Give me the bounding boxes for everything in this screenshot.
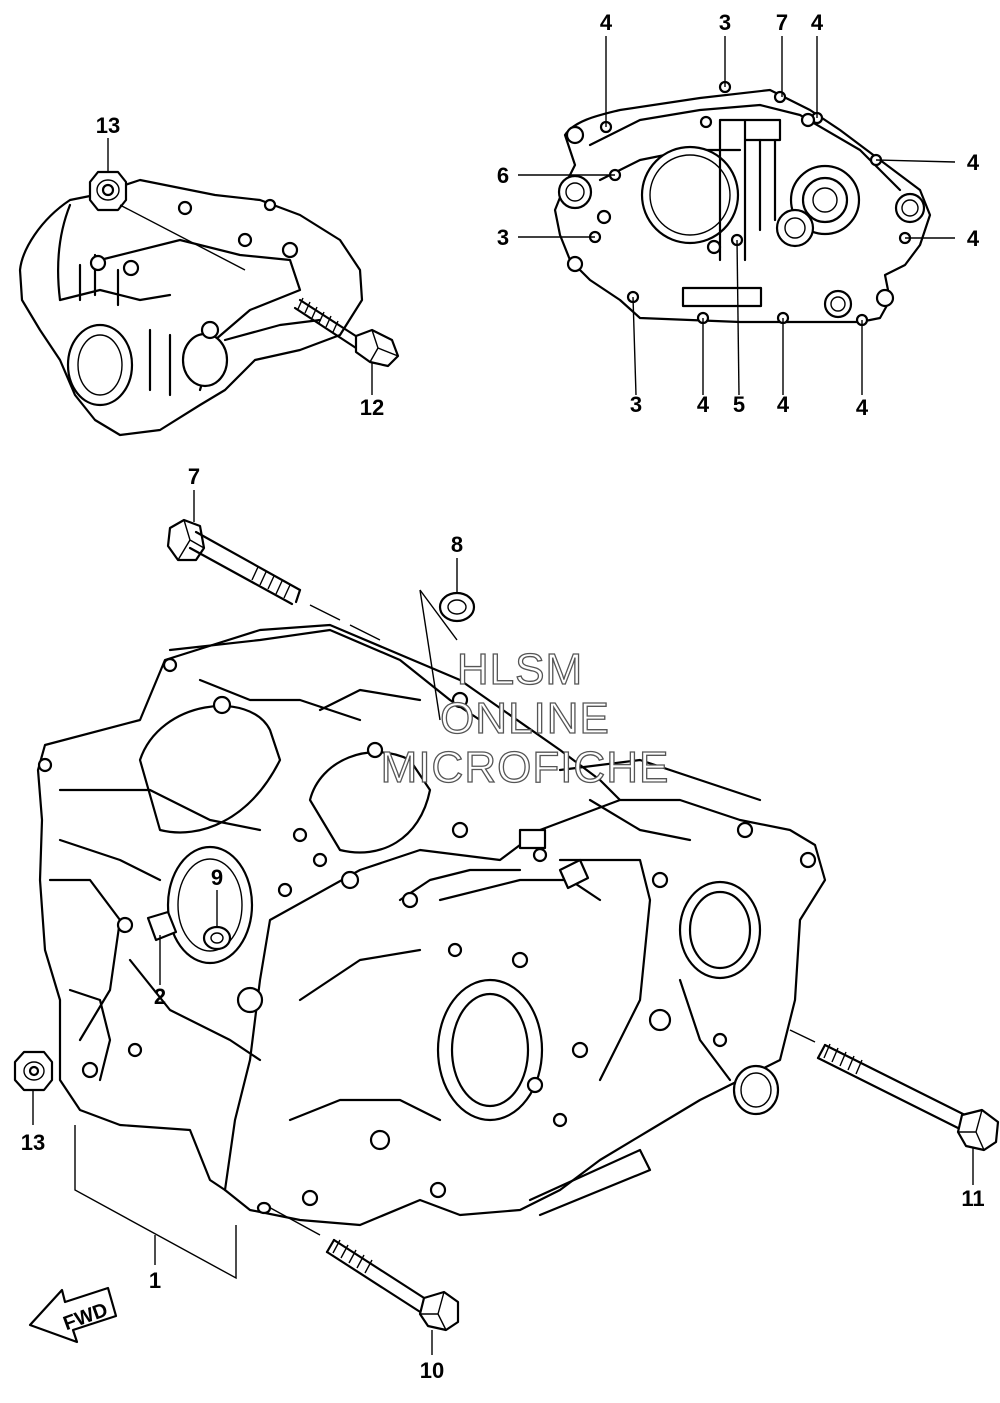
bolt-10 [256, 1201, 460, 1332]
watermark-line-1: HLSM [457, 645, 583, 694]
callout-13: 13 [96, 113, 120, 138]
main-crankcase-assembly [36, 623, 827, 1227]
washer-8 [419, 589, 476, 721]
callout-4: 4 [967, 226, 980, 251]
callout-6: 6 [497, 163, 509, 188]
callout-3: 3 [630, 392, 642, 417]
callout-4: 4 [811, 10, 824, 35]
callout-3: 3 [719, 10, 731, 35]
callout-2: 2 [154, 984, 166, 1009]
callout-13: 13 [21, 1130, 45, 1155]
upper-right-crankcase-face [553, 80, 932, 327]
callout-3: 3 [497, 225, 509, 250]
callout-10: 10 [420, 1358, 444, 1383]
callout-8: 8 [451, 532, 463, 557]
callout-12: 12 [360, 395, 384, 420]
watermark-line-3: MICROFICHE [381, 743, 670, 792]
callout-5: 5 [733, 392, 745, 417]
watermark: HLSM ONLINE MICROFICHE [380, 644, 670, 792]
bolt-11 [789, 1029, 1000, 1152]
watermark-line-2: ONLINE [440, 694, 610, 743]
nut-13-lower [13, 1050, 54, 1092]
callout-labels: 4 3 7 4 4 4 6 3 3 4 5 4 4 13 12 7 8 9 2 … [21, 10, 985, 1383]
leader-lines [32, 36, 974, 1355]
callout-4: 4 [856, 395, 869, 420]
callout-1: 1 [149, 1268, 161, 1293]
callout-9: 9 [211, 865, 223, 890]
callout-4: 4 [600, 10, 613, 35]
callout-4: 4 [967, 150, 980, 175]
callout-11: 11 [961, 1186, 984, 1211]
callout-7: 7 [776, 10, 788, 35]
callout-7: 7 [188, 464, 200, 489]
fwd-arrow: FWD [28, 1286, 118, 1344]
o-ring-9 [202, 925, 232, 951]
callout-4: 4 [697, 392, 710, 417]
callout-4: 4 [777, 392, 790, 417]
upper-left-crankcase-view [18, 170, 400, 437]
bolt-7 [166, 518, 381, 641]
